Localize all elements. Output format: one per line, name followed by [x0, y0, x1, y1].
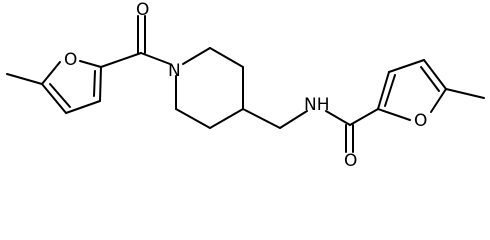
furan-left-bond-c4-c3	[65, 100, 101, 114]
piperidine-ring	[175, 47, 244, 129]
linker-bond-c4-ch2	[242, 108, 281, 129]
left-carbonyl	[100, 15, 171, 68]
carbonyl-left-bond-n	[140, 52, 171, 65]
methyl-bond-left	[6, 73, 43, 85]
furan-left-double-c3-c2	[93, 70, 96, 97]
atom-o-carbonyl-left: O	[136, 0, 149, 20]
atom-o-furan-left: O	[64, 50, 77, 70]
furan-right-bond-c2-c3	[377, 71, 390, 110]
furan-left-bond-o-c5	[41, 61, 61, 85]
atom-o-furan-right: O	[414, 111, 427, 131]
amide-bond-nh-c	[325, 110, 351, 126]
left-methylfuran	[6, 60, 102, 114]
molecule-structure: O N O NH O O	[6, 0, 485, 171]
furan-left-bond-c3-c2	[99, 66, 102, 102]
atom-o-carbonyl-right: O	[344, 151, 357, 171]
amide-bond-c-ring	[349, 108, 379, 126]
furan-left-bond-c2-o	[79, 60, 102, 68]
piperidine-bond-c4-c5	[209, 108, 244, 129]
furan-right-bond-c5-o	[430, 88, 447, 113]
furan-right-double-c2-c3	[384, 74, 396, 107]
atom-nh-amide: NH	[304, 95, 330, 115]
atom-n-piperidine: N	[168, 61, 181, 81]
furan-right-double-c4-c5	[420, 66, 440, 92]
piperidine-bond-c5-c6	[175, 108, 211, 129]
right-methylfuran	[377, 59, 485, 121]
furan-right-bond-c4-c5	[423, 59, 447, 90]
furan-left-bond-c5-c4	[41, 83, 67, 114]
amide-linker	[242, 108, 379, 153]
carbonyl-left-bond-ring	[100, 52, 142, 68]
furan-left-double-c5-c4	[49, 83, 71, 108]
methyl-bond-right	[445, 88, 485, 99]
furan-right-bond-o-c2	[377, 108, 411, 121]
piperidine-bond-c2-c3	[209, 47, 244, 68]
linker-bond-ch2-nh	[279, 110, 308, 129]
piperidine-bond-n-c2	[182, 47, 211, 65]
furan-right-bond-c3-c4	[388, 59, 425, 73]
